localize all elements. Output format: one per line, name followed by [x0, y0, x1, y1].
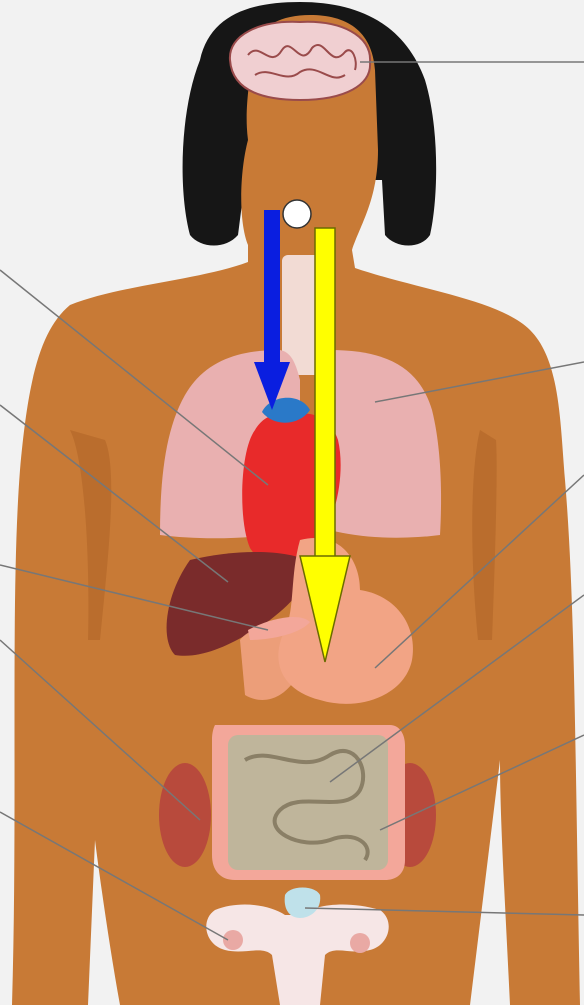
brain [230, 22, 370, 100]
yellow-arrow-shaft [315, 228, 335, 558]
left-kidney [159, 763, 211, 867]
origin-marker [283, 200, 311, 228]
left-ovary [223, 930, 243, 950]
blue-arrow-shaft [264, 210, 280, 365]
right-ovary [350, 933, 370, 953]
right-arm-shadow [472, 430, 496, 640]
